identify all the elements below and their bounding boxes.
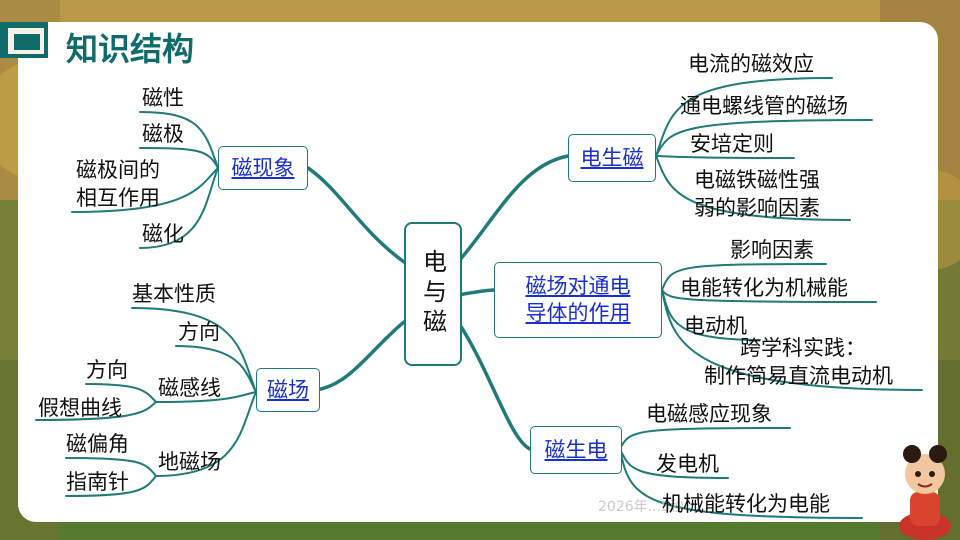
- leaf-ampere-rule: 安培定则: [690, 132, 774, 156]
- branch-imaginary-curve: [35, 401, 157, 421]
- branch-interdisciplinary: [661, 289, 923, 391]
- title-marker-inner: [14, 34, 40, 50]
- branch-generator: [619, 448, 729, 479]
- leaf-interdisciplinary-line1: 跨学科实践：: [740, 336, 866, 360]
- branch-earth-field: [155, 391, 257, 477]
- watermark-text: 2026年...5秒: [598, 499, 684, 515]
- node-force-label-line2[interactable]: 导体的作用: [525, 301, 631, 325]
- leaf-generator: 发电机: [656, 452, 719, 476]
- leaf-direction: 方向: [178, 320, 220, 344]
- node-force-on-conductor[interactable]: 磁场对通电 导体的作用: [494, 262, 662, 338]
- leaf-current-effect: 电流的磁效应: [688, 52, 814, 76]
- mascot-character-icon: [899, 445, 951, 540]
- branch-compass: [65, 475, 157, 497]
- branch-current-effect: [655, 77, 833, 157]
- branch-direction: [175, 345, 257, 393]
- node-magnetic-field-link[interactable]: 磁场: [267, 377, 309, 402]
- node-induction[interactable]: 磁生电: [530, 426, 622, 474]
- branch-em-induction: [619, 427, 791, 450]
- branch-influence: [661, 263, 827, 291]
- center-node-label: 电与磁: [418, 249, 447, 339]
- leaf-magnetism: 磁性: [142, 86, 184, 110]
- branch-electromagnet: [655, 155, 851, 221]
- branch-mechanical-electric: [619, 448, 863, 519]
- leaf-interdisciplinary-line2: 制作简易直流电动机: [704, 364, 893, 388]
- leaf-induction-direction: 方向: [86, 358, 128, 382]
- connector-center-induction: [456, 320, 532, 451]
- node-force-label-line1[interactable]: 磁场对通电: [525, 274, 631, 298]
- leaf-em-induction: 电磁感应现象: [646, 402, 772, 426]
- branch-ampere-rule: [655, 155, 795, 159]
- connector-center-magnetic-field: [314, 320, 406, 392]
- branch-direction-sub: [85, 383, 157, 403]
- leaf-declination: 磁偏角: [66, 432, 129, 456]
- branch-magnetization: [139, 167, 219, 249]
- leaf-poles: 磁极: [142, 122, 184, 146]
- branch-solenoid: [655, 119, 873, 157]
- leaf-imaginary-curve: 假想曲线: [38, 396, 122, 420]
- node-magnet-phenomena-link[interactable]: 磁现象: [231, 155, 295, 180]
- branch-interaction: [71, 167, 219, 213]
- branch-induction-lines: [155, 391, 257, 403]
- connector-center-electromagnetism: [456, 154, 570, 264]
- branch-basic-property: [131, 307, 257, 393]
- leaf-electromagnet-line2: 弱的影响因素: [694, 196, 820, 220]
- leaf-solenoid: 通电螺线管的磁场: [680, 94, 848, 118]
- leaf-influence-factors: 影响因素: [730, 238, 814, 262]
- leaf-mechanical-to-electric: 机械能转化为电能: [662, 492, 830, 516]
- connector-center-force: [456, 288, 496, 297]
- center-node: 电与磁: [404, 222, 462, 366]
- content-panel: [18, 22, 938, 522]
- leaf-interaction-line2: 相互作用: [76, 186, 160, 210]
- leaf-induction-lines: 磁感线: [158, 376, 221, 400]
- node-magnet-phenomena[interactable]: 磁现象: [218, 146, 308, 190]
- branch-declination: [65, 457, 157, 477]
- connector-center-magnet-phenomena: [306, 166, 406, 264]
- branch-poles: [139, 147, 219, 169]
- node-electromagnetism[interactable]: 电生磁: [568, 134, 656, 182]
- branch-electric-mechanical: [661, 289, 877, 303]
- leaf-earth-field: 地磁场: [158, 450, 221, 474]
- slide-title: 知识结构: [66, 30, 195, 68]
- leaf-magnetization: 磁化: [142, 222, 184, 246]
- leaf-compass: 指南针: [66, 470, 129, 494]
- leaf-interaction-line1: 磁极间的: [76, 158, 160, 182]
- node-electromagnetism-link[interactable]: 电生磁: [580, 145, 644, 170]
- branch-magnetism: [139, 111, 219, 169]
- leaf-motor: 电动机: [684, 314, 747, 338]
- node-induction-link[interactable]: 磁生电: [544, 437, 608, 462]
- leaf-basic-property: 基本性质: [132, 282, 216, 306]
- leaf-electric-to-mechanical: 电能转化为机械能: [680, 276, 848, 300]
- node-magnetic-field[interactable]: 磁场: [256, 368, 320, 412]
- leaf-electromagnet-line1: 电磁铁磁性强: [694, 168, 820, 192]
